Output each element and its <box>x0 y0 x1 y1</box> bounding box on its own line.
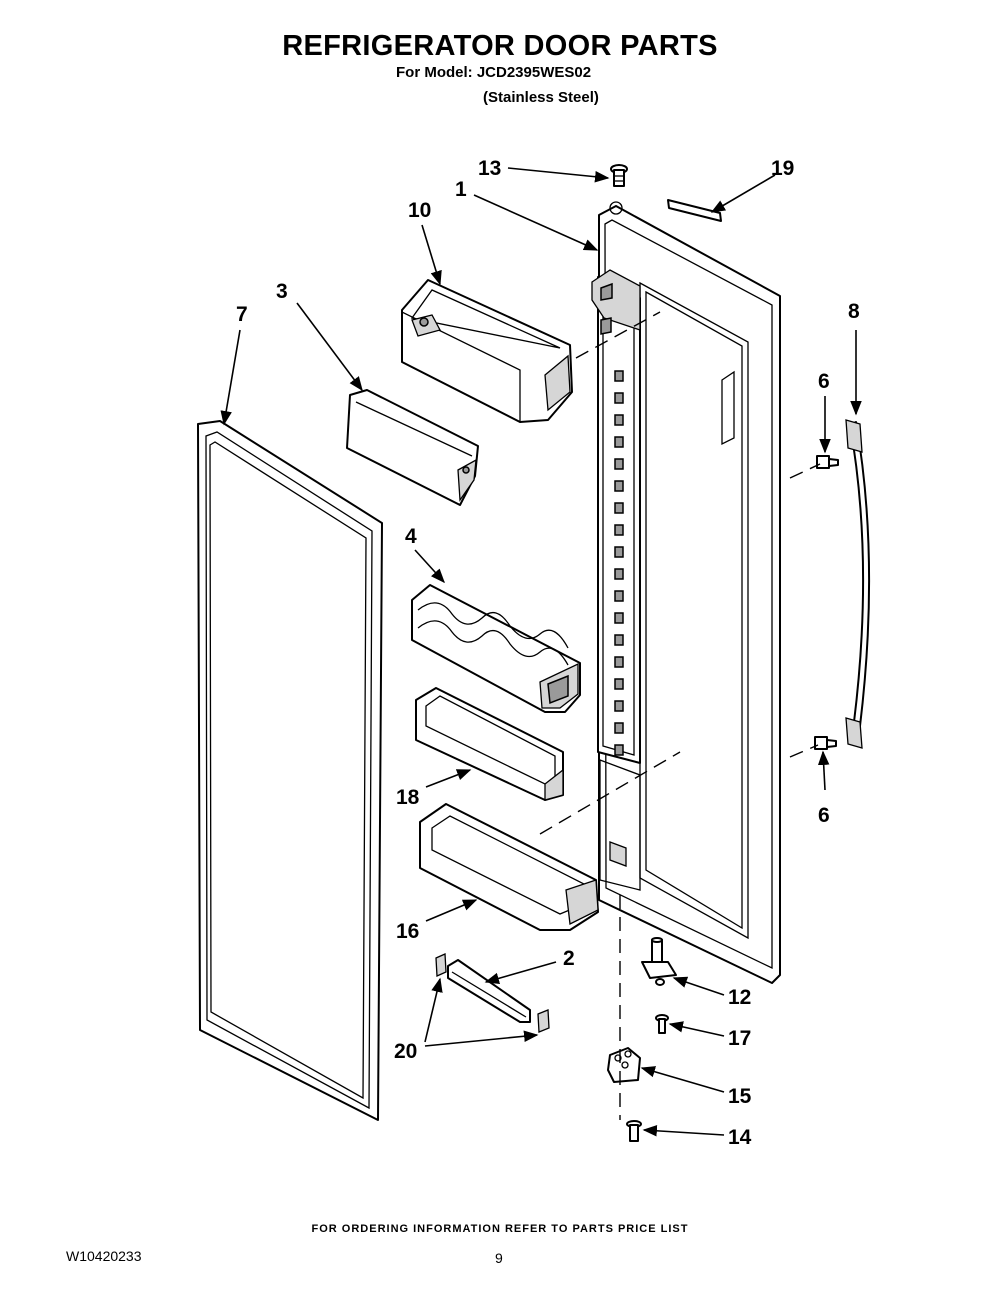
callout-18: 18 <box>396 786 420 809</box>
callout-12: 12 <box>728 986 751 1009</box>
top-hinge-screw <box>610 164 628 187</box>
lower-door-bin <box>419 803 599 931</box>
door-gasket <box>197 420 383 1121</box>
bottle-bin <box>411 584 581 713</box>
nameplate <box>667 199 722 222</box>
door-bin <box>415 687 564 801</box>
door-handle <box>845 419 871 749</box>
hinge-screw <box>655 1014 669 1034</box>
callout-14: 14 <box>728 1126 752 1149</box>
rail-slots <box>614 370 624 756</box>
callout-labels: 13 1 19 10 3 7 8 6 4 6 18 16 2 12 17 20 … <box>236 157 860 1149</box>
bottom-screw <box>626 1120 642 1142</box>
ordering-note: FOR ORDERING INFORMATION REFER TO PARTS … <box>311 1223 689 1235</box>
handle-screw-lower <box>814 736 837 750</box>
bottom-trim <box>447 959 531 1023</box>
hinge-bracket <box>607 1047 641 1083</box>
callout-3: 3 <box>276 280 288 303</box>
doc-number: W10420233 <box>66 1248 142 1264</box>
callout-6-upper: 6 <box>818 370 830 393</box>
callout-19: 19 <box>771 157 794 180</box>
leader-lines <box>220 167 862 1137</box>
callout-15: 15 <box>728 1085 752 1108</box>
model-line: For Model: JCD2395WES02 <box>396 64 592 81</box>
page-number: 9 <box>495 1250 503 1266</box>
callout-13: 13 <box>478 157 501 180</box>
handle-screw-upper <box>816 455 839 469</box>
dairy-door <box>346 389 479 506</box>
callout-16: 16 <box>396 920 419 943</box>
upper-door-bin <box>401 279 573 424</box>
callout-6-lower: 6 <box>818 804 830 827</box>
bottom-hinge-pin <box>641 937 677 986</box>
callout-4: 4 <box>405 525 417 548</box>
page-title: REFRIGERATOR DOOR PARTS <box>282 30 718 62</box>
callout-10: 10 <box>408 199 431 222</box>
callout-1: 1 <box>455 178 467 201</box>
callout-2: 2 <box>563 947 575 970</box>
callout-8: 8 <box>848 300 860 323</box>
assembly-lines <box>539 311 821 1120</box>
callout-17: 17 <box>728 1027 751 1050</box>
door-liner <box>591 201 781 984</box>
finish-line: (Stainless Steel) <box>483 89 599 106</box>
callout-20: 20 <box>394 1040 417 1063</box>
callout-7: 7 <box>236 303 248 326</box>
trim-end-caps <box>435 953 550 1033</box>
